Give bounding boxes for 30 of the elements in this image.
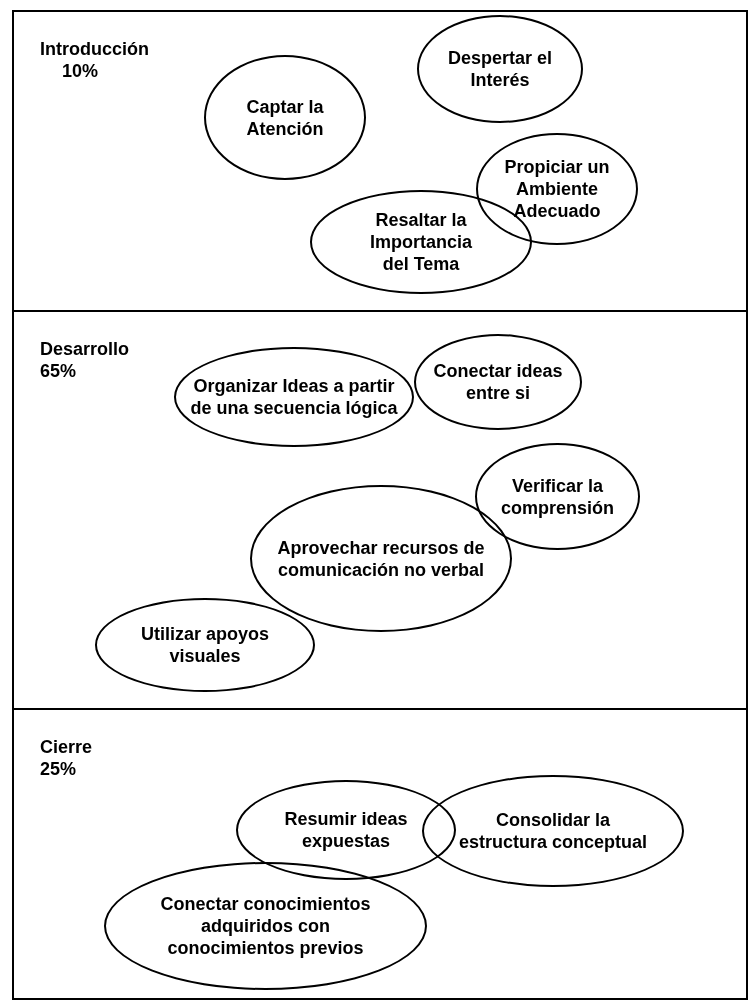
ellipse-text: Aprovechar recursos de comunicación no verbal xyxy=(276,536,486,581)
section-band xyxy=(12,708,748,1000)
ellipse xyxy=(104,862,427,990)
ellipse-text: Utilizar apoyos visuales xyxy=(140,623,270,667)
ellipse-text: Conectar ideas entre si xyxy=(432,360,564,404)
ellipse-text: Consolidar la estructura conceptual xyxy=(457,809,649,853)
section-band xyxy=(12,310,748,710)
ellipse-text: Despertar el Interés xyxy=(446,47,554,91)
section-heading: 25% xyxy=(40,758,77,780)
ellipse xyxy=(414,334,582,430)
ellipse xyxy=(95,598,315,692)
ellipse xyxy=(417,15,583,123)
section-heading: 65% xyxy=(40,360,77,382)
ellipse-text: Resumir ideas expuestas xyxy=(283,808,409,852)
ellipse-text: Resaltar la Importancia del Tema xyxy=(369,209,473,275)
ellipse-text: Captar la Atención xyxy=(245,95,325,140)
section-heading: Desarrollo xyxy=(40,338,130,360)
ellipse-text: Organizar Ideas a partir de una secuencia lógica xyxy=(189,375,399,419)
section-heading: Introducción xyxy=(40,38,149,60)
section-heading: 10% xyxy=(62,60,99,82)
ellipse xyxy=(174,347,414,447)
section-heading: Cierre xyxy=(40,736,93,758)
ellipse xyxy=(236,780,456,880)
ellipse-text: Conectar conocimientos adquiridos con conocimientos previos xyxy=(159,893,372,959)
ellipse-text: Verificar la comprensión xyxy=(500,474,615,519)
section-band xyxy=(12,10,748,312)
ellipse xyxy=(204,55,366,180)
ellipse xyxy=(476,133,638,245)
ellipse xyxy=(422,775,684,887)
ellipse-text: Propiciar un Ambiente Adecuado xyxy=(503,156,611,222)
